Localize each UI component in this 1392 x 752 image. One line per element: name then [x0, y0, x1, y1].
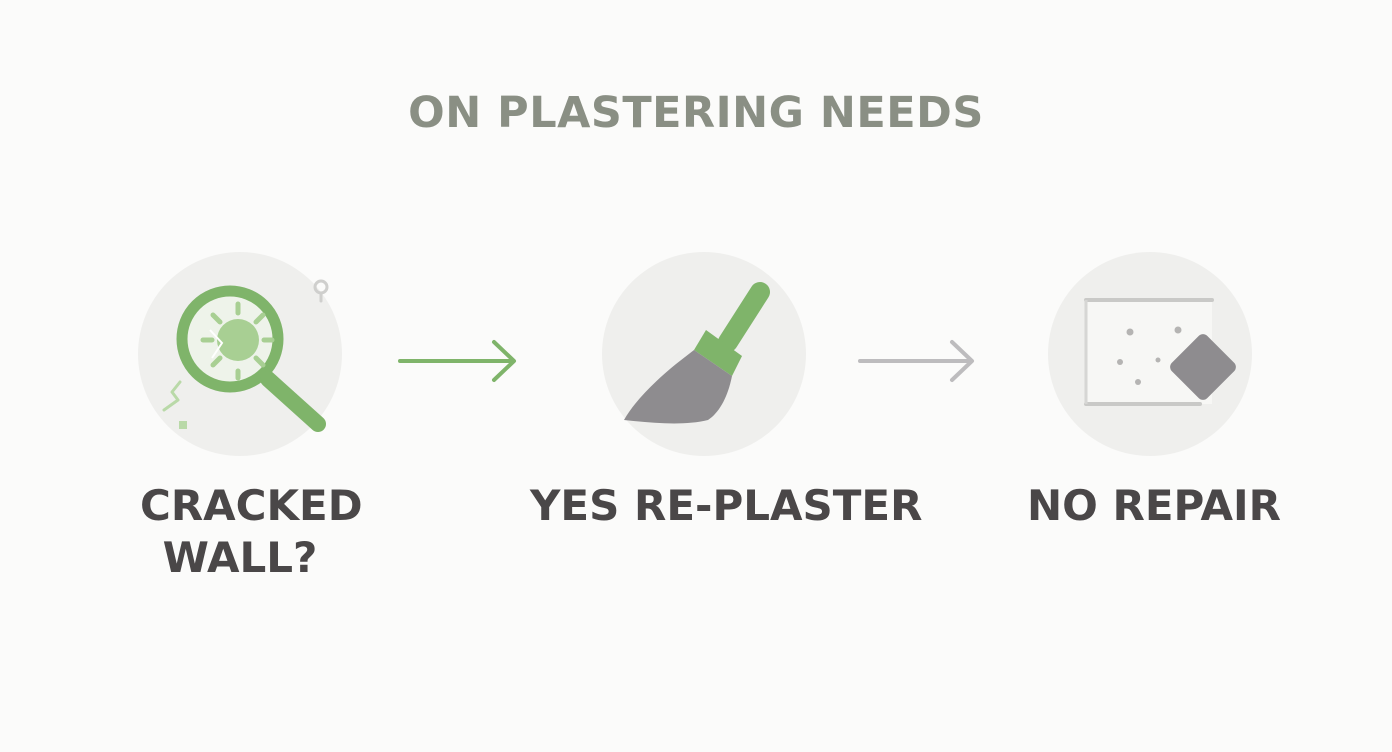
diagram-title: ON PLASTERING NEEDS	[408, 88, 984, 138]
step-1-label: CRACKED WALL?	[140, 480, 363, 584]
step-1-label-line1: CRACKED	[140, 481, 363, 530]
step-3-label: NO REPAIR	[1004, 480, 1304, 532]
arrow-right-icon	[858, 340, 974, 382]
step-2-label: YES RE-PLASTER	[530, 480, 923, 532]
plastering-trowel-icon	[624, 282, 770, 424]
step-2-label-line1: YES RE-PLASTER	[530, 481, 923, 530]
step-3-label-line1: NO REPAIR	[1027, 481, 1281, 530]
magnifying-glass-crack-icon	[162, 279, 329, 432]
arrow-right-icon	[398, 340, 516, 382]
step-1-label-line2: WALL?	[162, 533, 318, 582]
wall-patch-sanding-icon	[1084, 298, 1236, 406]
